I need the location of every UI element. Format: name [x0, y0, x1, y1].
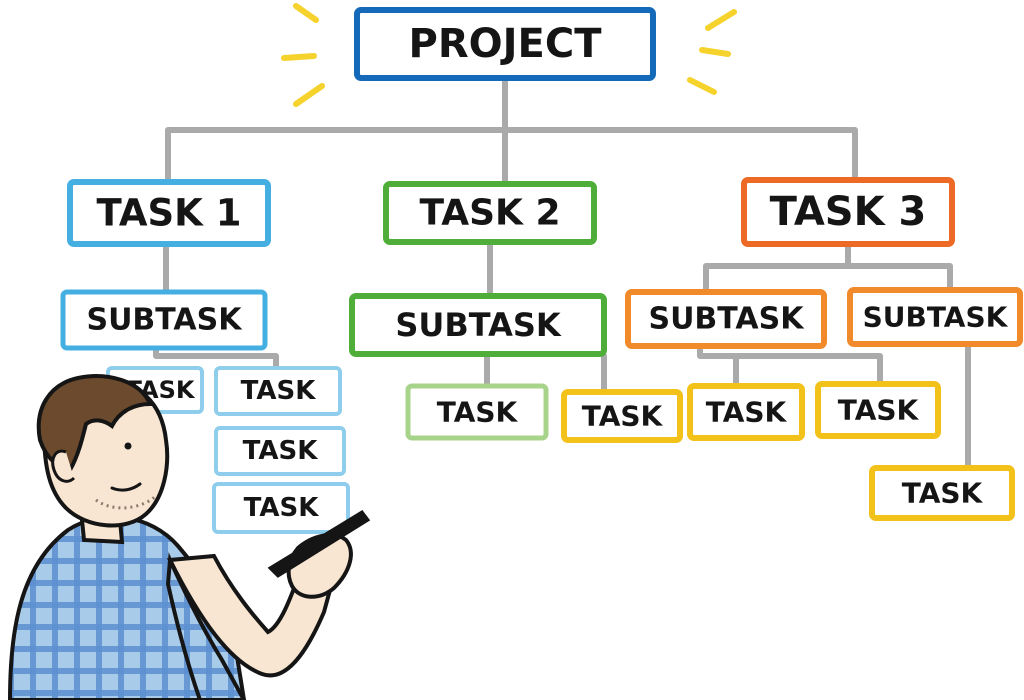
- task1-leaf-node: TASK: [214, 366, 342, 416]
- task3-subtask-label: SUBTASK: [863, 301, 1009, 334]
- project-label: PROJECT: [409, 21, 603, 67]
- task1-leaf-label: TASK: [241, 376, 317, 406]
- task1-subtask-label: SUBTASK: [86, 303, 243, 338]
- task1-leaf-label: TASK: [244, 493, 320, 523]
- task3-leaf-node: TASK: [869, 465, 1015, 521]
- task3-subtask-label: SUBTASK: [648, 302, 805, 337]
- project-node: PROJECT: [354, 7, 656, 81]
- pen-icon: [267, 510, 371, 578]
- task2-node: TASK 2: [383, 181, 597, 245]
- task3-node: TASK 3: [741, 177, 955, 247]
- task1-leaf-node: TASK: [214, 426, 346, 476]
- task3-leaf-label: TASK: [902, 477, 984, 510]
- task3-leaf-label: TASK: [706, 396, 788, 429]
- task3-leaf-label: TASK: [838, 394, 920, 427]
- task2-leaf-node: TASK: [405, 383, 549, 441]
- task1-leaf-label: TASK: [243, 436, 319, 466]
- task3-leaf-node: TASK: [815, 381, 941, 439]
- sparkle-icon: [281, 3, 737, 107]
- task1-leaf-node: TASK: [212, 482, 350, 534]
- task2-leaf-label: TASK: [437, 396, 519, 429]
- task1-label: TASK 1: [97, 192, 242, 235]
- task2-label: TASK 2: [419, 193, 560, 234]
- person-drawing-icon: [7, 374, 353, 700]
- task3-leaf-node: TASK: [687, 383, 805, 441]
- task3-subtask-node: SUBTASK: [625, 289, 827, 349]
- task1-subtask-node: SUBTASK: [60, 289, 268, 351]
- task2-subtask-node: SUBTASK: [349, 293, 607, 357]
- task3-leaf-node: TASK: [561, 389, 683, 443]
- task1-node: TASK 1: [67, 179, 271, 247]
- task3-label: TASK 3: [770, 189, 927, 235]
- task3-leaf-label: TASK: [582, 400, 664, 433]
- task3-subtask-node: SUBTASK: [847, 287, 1023, 347]
- task2-subtask-label: SUBTASK: [395, 306, 562, 344]
- connectors: [153, 79, 971, 469]
